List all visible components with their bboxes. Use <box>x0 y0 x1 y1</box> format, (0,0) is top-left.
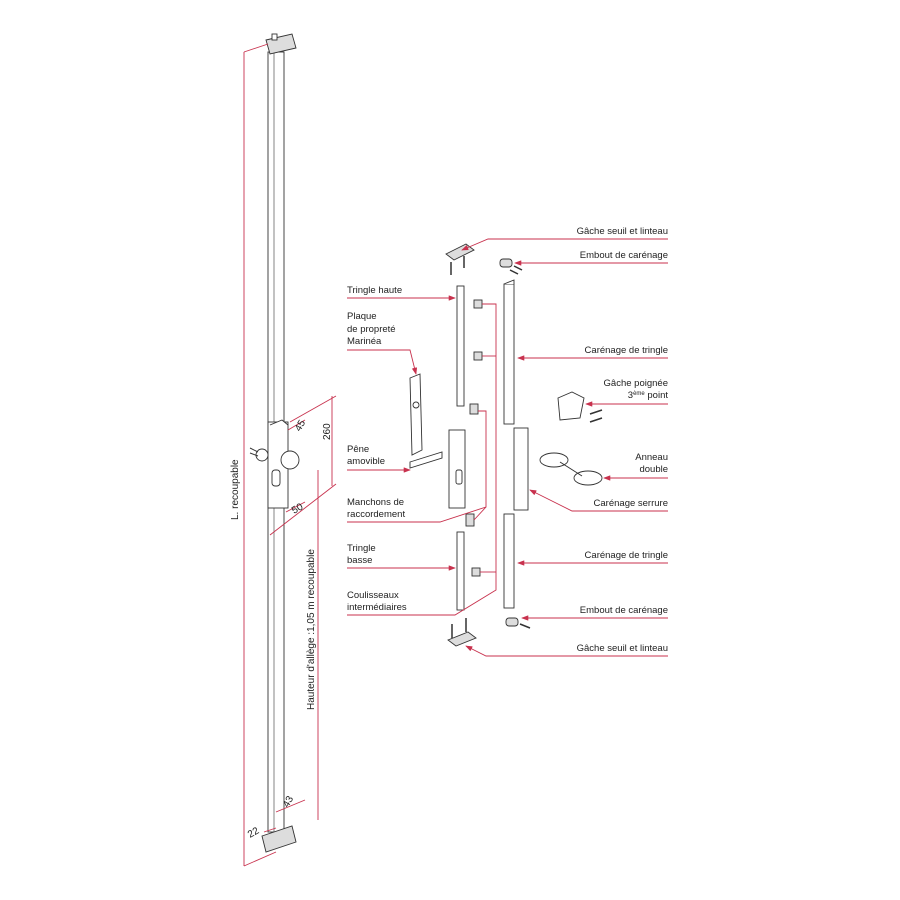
label-embout-top: Embout de carénage <box>580 250 668 261</box>
bottom-strike <box>261 825 297 853</box>
bottom-end-cap <box>505 617 519 627</box>
label-anneau: Anneau <box>635 452 668 463</box>
label-tringle-basse-2: basse <box>347 555 372 566</box>
right-labels: Gâche seuil et linteau Embout de carénag… <box>577 226 669 654</box>
label-pene: Pêne <box>347 444 369 455</box>
label-tringle-haute: Tringle haute <box>347 285 402 296</box>
label-carenage-bottom: Carénage de tringle <box>585 550 668 561</box>
double-ring <box>539 452 569 468</box>
handle-strike <box>557 391 585 421</box>
exploded-parts <box>409 243 603 647</box>
sill-height-label: Hauteur d'allège :1,05 m recoupable <box>306 549 317 710</box>
dim-50: 50 <box>290 501 306 516</box>
label-anneau-double: double <box>639 464 668 475</box>
leader-lines <box>347 238 668 657</box>
lower-cover <box>503 513 515 609</box>
removable-latch <box>409 451 443 469</box>
label-gache-poignee-point: 3ème point <box>628 390 669 401</box>
bottom-strike-part <box>447 631 477 647</box>
upper-rod <box>456 285 465 407</box>
label-manchons-2: raccordement <box>347 509 405 520</box>
ring <box>280 450 300 470</box>
label-pene-2: amovible <box>347 456 385 467</box>
top-strike <box>265 33 297 55</box>
top-end-cap <box>499 258 513 268</box>
label-coulisseaux-2: intermédiaires <box>347 602 407 613</box>
length-label: L. recoupable <box>230 459 241 520</box>
label-carenage-serrure: Carénage serrure <box>594 498 668 509</box>
label-plaque-2: de propreté <box>347 324 396 335</box>
label-plaque: Plaque <box>347 311 377 322</box>
upper-cover <box>503 283 515 425</box>
assembled-lock <box>249 33 300 853</box>
label-manchons: Manchons de <box>347 497 404 508</box>
label-gache-poignee: Gâche poignée <box>604 378 668 389</box>
left-labels: Tringle haute Plaque de propreté Marinéa… <box>347 285 407 613</box>
dimension-lines <box>243 43 337 867</box>
label-gache-top: Gâche seuil et linteau <box>577 226 668 237</box>
dim-45: 45 <box>293 418 308 434</box>
label-coulisseaux: Coulisseaux <box>347 590 399 601</box>
label-plaque-3: Marinéa <box>347 336 382 347</box>
label-gache-bottom: Gâche seuil et linteau <box>577 643 668 654</box>
label-carenage-top: Carénage de tringle <box>585 345 668 356</box>
lock-body <box>448 429 466 509</box>
dim-260: 260 <box>322 423 333 440</box>
dim-43: 43 <box>281 794 296 810</box>
lock-cover <box>513 427 529 511</box>
label-embout-bottom: Embout de carénage <box>580 605 668 616</box>
lower-rod <box>456 531 465 611</box>
dim-22: 22 <box>246 825 262 840</box>
cover-plate <box>409 373 423 456</box>
label-tringle-basse: Tringle <box>347 543 376 554</box>
